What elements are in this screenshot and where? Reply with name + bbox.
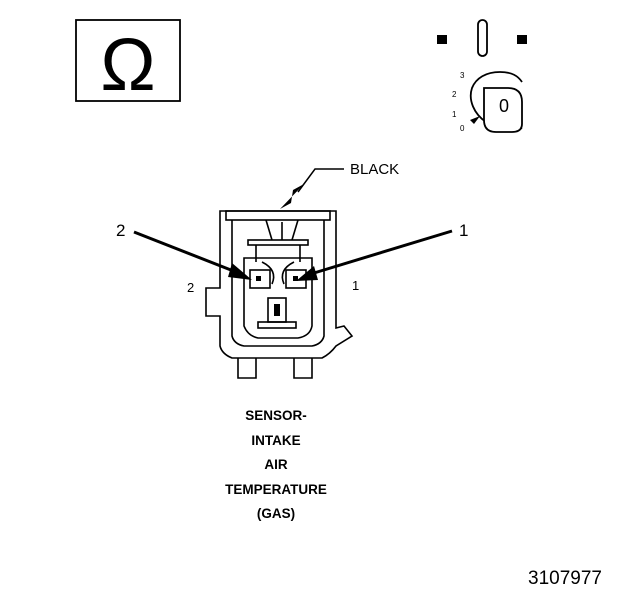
key-head-icon xyxy=(483,87,523,133)
caption-line-5: (GAS) xyxy=(256,506,296,521)
connector-color-label: BLACK xyxy=(350,161,399,178)
ignition-pos-1: 1 xyxy=(452,110,457,119)
connector-latch-bar xyxy=(225,210,331,221)
connector-terminal-pins xyxy=(256,276,298,316)
caption-line-1: SENSOR- xyxy=(245,408,307,423)
ignition-key-off-icon: 3 2 1 0 0 xyxy=(437,19,527,133)
cavity-label-2: 2 xyxy=(187,280,194,295)
connector-body xyxy=(205,210,354,379)
key-slot-icon xyxy=(477,19,488,57)
connector-color-callout: BLACK xyxy=(280,161,399,209)
ignition-pos-2: 2 xyxy=(452,90,457,99)
document-number: 3107977 xyxy=(528,568,602,589)
caption-line-2: INTAKE xyxy=(251,432,301,448)
color-callout-arrowhead xyxy=(280,184,304,209)
ignition-pos-3: 3 xyxy=(460,71,465,80)
caption-line-3: AIR xyxy=(264,457,288,472)
key-slot-marker xyxy=(274,304,280,316)
terminal-pin-2 xyxy=(256,276,261,281)
callout-arrow-2 xyxy=(133,230,252,280)
terminal-pin-1 xyxy=(293,276,298,281)
key-position-label: 0 xyxy=(499,96,509,116)
indicator-square-left xyxy=(437,35,447,44)
indicator-square-right xyxy=(517,35,527,44)
component-caption: SENSOR- INTAKE AIR TEMPERATURE (GAS) xyxy=(176,404,376,527)
connector-cavity-area xyxy=(243,257,313,339)
ohm-glyph: Ω xyxy=(100,23,155,106)
callout-label-1: 1 xyxy=(459,221,468,240)
callout-arrow-1 xyxy=(296,229,453,281)
connector-shell xyxy=(205,210,354,359)
cavity-label-1: 1 xyxy=(352,278,359,293)
ignition-pos-0: 0 xyxy=(460,124,465,133)
caption-line-4: TEMPERATURE xyxy=(225,481,327,497)
ohm-symbol-icon: Ω xyxy=(75,19,181,106)
callout-label-2: 2 xyxy=(116,221,125,240)
connector-lock-bar xyxy=(247,239,309,246)
